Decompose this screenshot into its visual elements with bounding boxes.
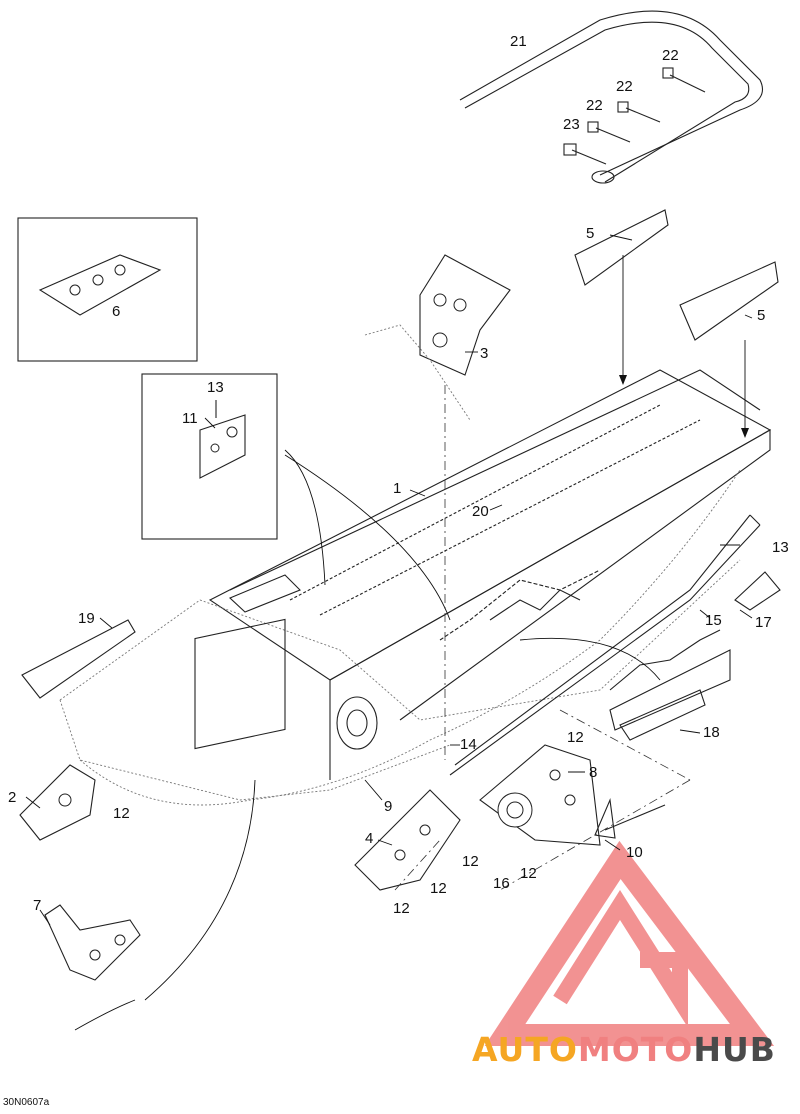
callout-16: 16 — [493, 875, 510, 892]
callout-12f: 12 — [393, 900, 410, 917]
angle-19 — [21, 619, 136, 699]
callout-11: 11 — [182, 410, 198, 427]
plate-8 — [479, 744, 601, 846]
callout-4: 4 — [365, 830, 373, 847]
callout-7: 7 — [33, 897, 41, 914]
callout-10: 10 — [626, 844, 643, 861]
callout-23: 23 — [563, 116, 580, 133]
inset-box-6 — [17, 217, 198, 362]
callout-5a: 5 — [586, 225, 594, 242]
callout-15: 15 — [705, 612, 722, 629]
callout-2: 2 — [8, 789, 16, 806]
callout-5b: 5 — [757, 307, 765, 324]
figure-code: 30N0607a — [3, 1097, 50, 1108]
callout-12a: 12 — [113, 805, 130, 822]
callout-22c: 22 — [586, 97, 603, 114]
angle-5b — [679, 261, 779, 341]
callout-14: 14 — [460, 736, 477, 753]
callout-17: 17 — [755, 614, 772, 631]
callout-21: 21 — [510, 33, 527, 50]
callout-9: 9 — [384, 798, 392, 815]
callout-leaders — [25, 234, 753, 926]
callout-12b: 12 — [567, 729, 584, 746]
bracket-17 — [734, 571, 781, 611]
inset-box-11 — [141, 373, 278, 540]
angle-5a — [574, 209, 669, 286]
callout-18: 18 — [703, 724, 720, 741]
callout-8: 8 — [589, 764, 597, 781]
bracket-7 — [44, 904, 141, 981]
plate-4 — [354, 789, 461, 891]
callout-13b: 13 — [772, 539, 789, 556]
callout-22b: 22 — [616, 78, 633, 95]
plate-2 — [19, 764, 96, 841]
callout-3: 3 — [480, 345, 488, 362]
callout-12c: 12 — [462, 853, 479, 870]
callout-labels: 1 2 3 4 5 5 6 7 8 9 10 11 12 12 12 12 12… — [8, 33, 789, 917]
watermark-word-hub: HUB — [693, 1030, 776, 1069]
arrows — [74, 255, 749, 1031]
assembly-lines — [394, 385, 691, 891]
rod-10 — [594, 797, 666, 839]
callout-19: 19 — [78, 610, 95, 627]
watermark-logo — [484, 840, 775, 1046]
callout-1: 1 — [393, 480, 401, 497]
plate-18 — [609, 629, 731, 741]
callout-13a: 13 — [207, 379, 224, 396]
callout-22a: 22 — [662, 47, 679, 64]
watermark-text: AUTOMOTOHUB — [472, 1030, 776, 1069]
watermark-word-moto: MOTO — [578, 1030, 693, 1069]
rail-15 — [449, 514, 761, 776]
callout-6: 6 — [112, 303, 120, 320]
tunnel-frame — [59, 369, 772, 806]
bracket-3 — [364, 254, 511, 421]
callout-20: 20 — [472, 503, 489, 520]
callout-12e: 12 — [430, 880, 447, 897]
bumper-21 — [459, 10, 764, 184]
callout-12d: 12 — [520, 865, 537, 882]
bolt-group-22-23 — [563, 67, 706, 165]
watermark-word-auto: AUTO — [472, 1030, 578, 1069]
